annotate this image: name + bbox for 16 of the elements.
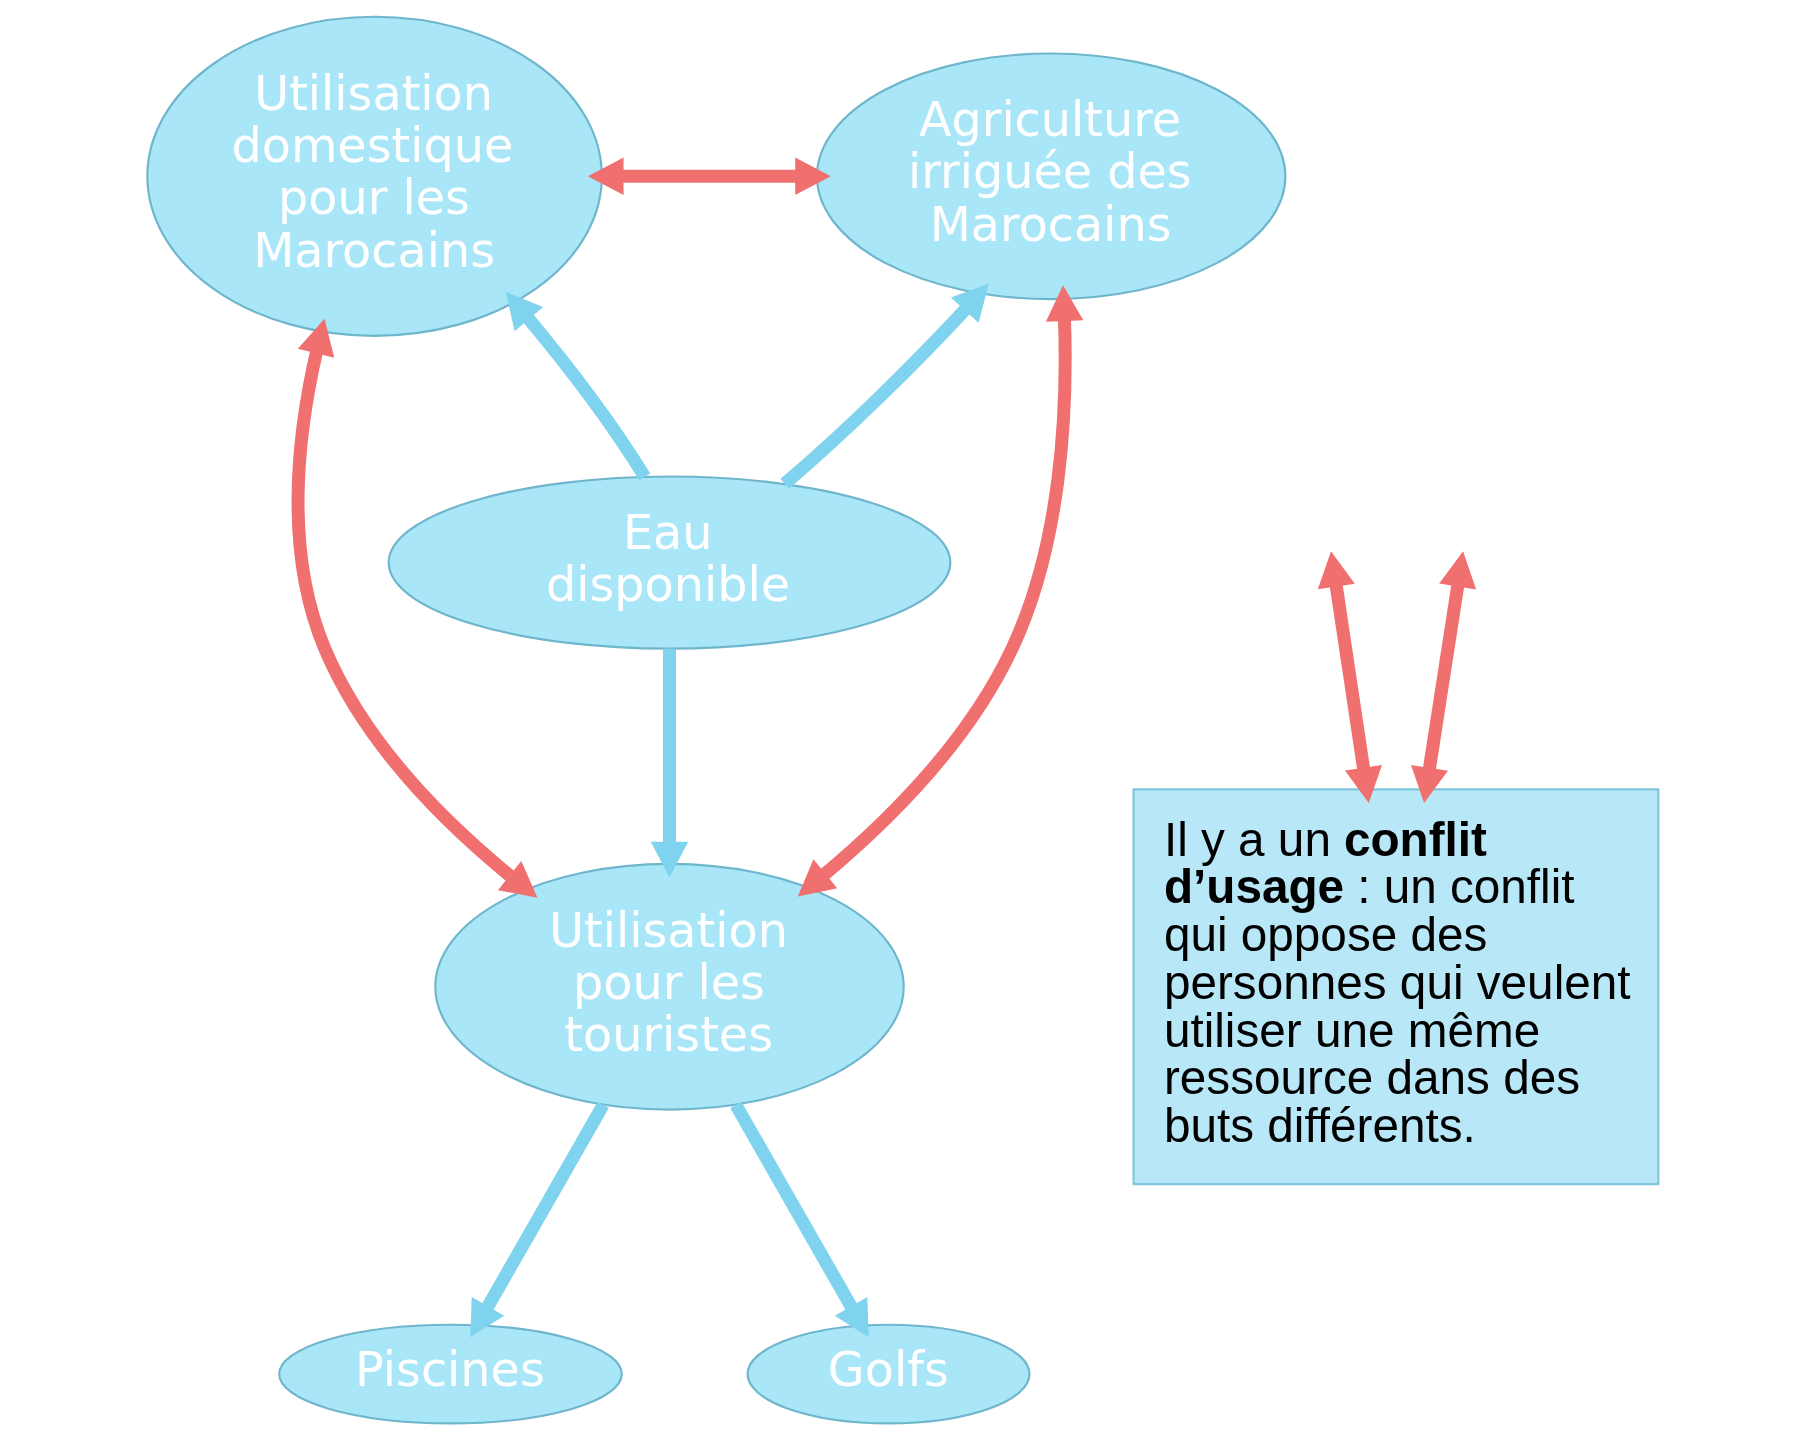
arrow (1317, 551, 1382, 804)
arrow (469, 1101, 609, 1338)
arrow (729, 1101, 869, 1338)
arrow (587, 157, 831, 196)
node-ellipse: Utilisation domestique pour les Marocains (145, 15, 603, 337)
arrow (797, 285, 1083, 897)
arrow (505, 291, 650, 481)
arrow (291, 318, 537, 898)
node-ellipse: Eau disponible (387, 475, 951, 650)
arrow (779, 283, 989, 489)
arrow (1410, 551, 1476, 804)
node-ellipse: Golfs (746, 1323, 1031, 1425)
node-ellipse: Piscines (277, 1323, 623, 1425)
node-ellipse: Agriculture irriguée des Marocains (815, 52, 1286, 301)
node-box: Il y a un conflit d’usage : un conflit qui oppose des personnes qui veulent utiliser une même ressource dans des buts différents. (1131, 788, 1659, 1186)
arrow (650, 648, 688, 878)
